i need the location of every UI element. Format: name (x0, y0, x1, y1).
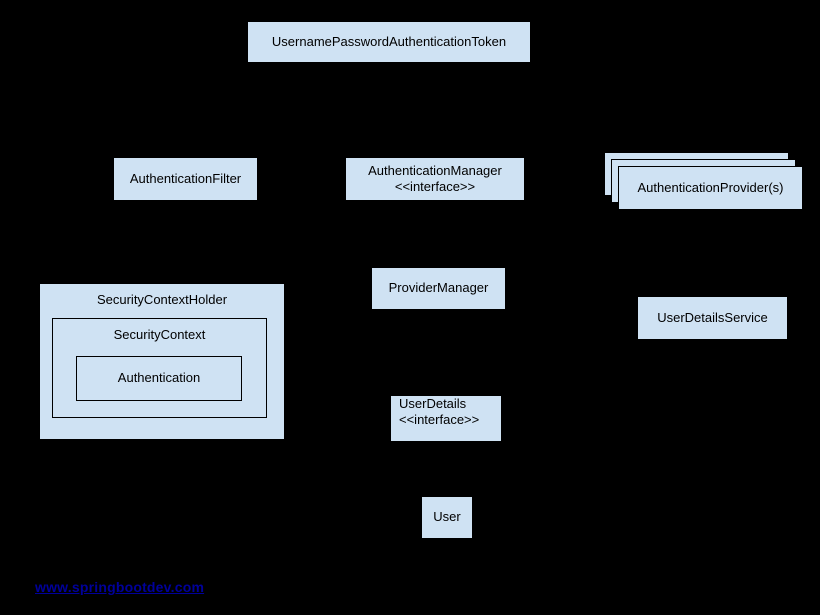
node-authentication-manager: AuthenticationManager <<interface>> (345, 157, 525, 201)
node-user: User (421, 496, 473, 539)
node-label: SecurityContext (113, 327, 206, 342)
node-stereotype: <<interface>> (399, 412, 480, 428)
watermark-link[interactable]: www.springbootdev.com (35, 579, 205, 595)
node-provider-manager: ProviderManager (371, 267, 506, 310)
node-label: User (433, 509, 461, 525)
node-label: ProviderManager (388, 280, 489, 296)
node-user-details-service: UserDetailsService (637, 296, 788, 340)
node-authentication-filter: AuthenticationFilter (113, 157, 258, 201)
node-label: UserDetails (399, 396, 467, 411)
node-stereotype: <<interface>> (394, 179, 476, 194)
node-authentication-provider: AuthenticationProvider(s) (618, 166, 803, 210)
node-label: AuthenticationProvider(s) (637, 179, 784, 195)
node-label: SecurityContextHolder (96, 292, 228, 307)
node-authentication: Authentication (76, 356, 242, 401)
node-username-password-authentication-token: UsernamePasswordAuthenticationToken (247, 21, 531, 63)
node-label: Authentication (117, 370, 201, 386)
node-label: UsernamePasswordAuthenticationToken (271, 33, 507, 49)
node-label: UserDetailsService (657, 309, 768, 325)
node-label: AuthenticationManager (368, 162, 502, 178)
node-user-details: UserDetails <<interface>> (390, 395, 502, 442)
node-label: AuthenticationFilter (129, 170, 242, 186)
